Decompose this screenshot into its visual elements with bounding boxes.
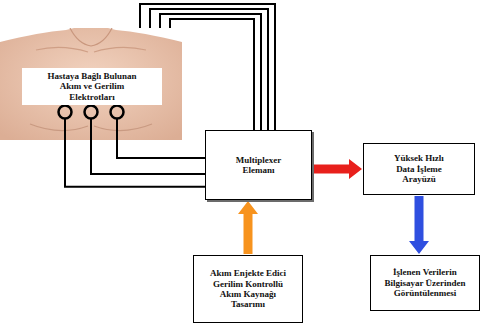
electrode-ring [59,106,72,119]
electrode-wire [91,140,205,174]
electrode-wire [170,19,254,130]
box-label: İşlenen Verilerin Bilgisayar Üzerinden G… [375,267,475,298]
flow-arrow [409,196,429,254]
wire-line [91,140,205,174]
electrode-lead [90,119,92,141]
box-label: Yüksek Hızlı Data İşleme Arayüzü [384,153,454,184]
process-box: Multiplexer Elemanı [205,130,312,200]
electrode-wire [117,140,205,158]
process-box: Akım Enjekte Edici Gerilim Kontrollü Akı… [193,255,303,323]
electrode-wire [65,140,205,187]
neck-line [70,28,112,46]
torso-skin [0,28,182,140]
wire-line [170,19,254,130]
flow-arrow [313,159,362,179]
flow-arrow [238,201,258,254]
collarbone-line [36,47,146,52]
electrode-lead [116,119,118,141]
electrode-ring [85,106,98,119]
box-label: Multiplexer Elemanı [228,155,290,176]
patient-torso: Hastaya Bağlı Bulunan Akım ve Gerilim El… [0,28,182,140]
wire-line [117,140,205,158]
wire-line [65,140,205,187]
electrode-label: Hastaya Bağlı Bulunan Akım ve Gerilim El… [22,68,162,105]
electrode-lead [64,119,66,141]
process-box: İşlenen Verilerin Bilgisayar Üzerinden G… [370,255,480,311]
electrode-ring [111,106,124,119]
box-label: Akım Enjekte Edici Gerilim Kontrollü Akı… [202,268,294,309]
process-box: Yüksek Hızlı Data İşleme Arayüzü [363,143,475,195]
